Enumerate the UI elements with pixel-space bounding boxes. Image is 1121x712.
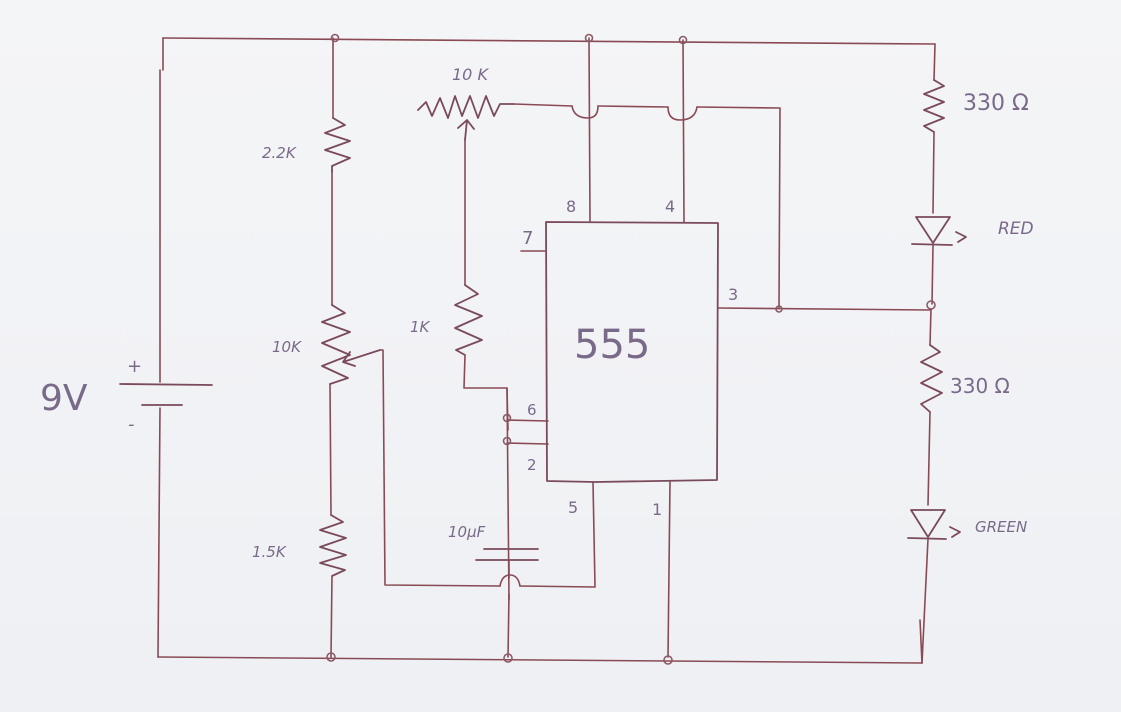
led-red: RED bbox=[911, 216, 1034, 305]
svg-text:1: 1 bbox=[652, 500, 662, 519]
bottom-rail bbox=[157, 656, 923, 664]
svg-text:3: 3 bbox=[728, 285, 738, 304]
junction-dots bbox=[326, 33, 688, 665]
battery-9v: + - 9V bbox=[40, 356, 213, 435]
svg-text:6: 6 bbox=[527, 401, 537, 419]
resistor-330-green: 330 Ω bbox=[920, 308, 1010, 506]
pin-3: 3 bbox=[717, 285, 931, 311]
led-green: GREEN bbox=[907, 509, 1027, 664]
resistor-2-2k: 2.2K bbox=[262, 37, 351, 306]
left-wire bbox=[157, 37, 164, 658]
top-rail bbox=[162, 37, 936, 45]
junction-pin3-feedback bbox=[775, 305, 783, 313]
trigger-threshold-node bbox=[502, 387, 549, 601]
resistor-1k: 1K bbox=[410, 139, 509, 431]
battery-voltage-label: 9V bbox=[40, 378, 88, 419]
pin-6: 6 bbox=[527, 401, 537, 419]
resistor-1-5k-label: 1.5K bbox=[252, 543, 287, 561]
svg-text:8: 8 bbox=[566, 197, 576, 216]
resistor-1-5k: 1.5K bbox=[252, 514, 347, 658]
resistor-330-green-label: 330 Ω bbox=[950, 374, 1010, 398]
svg-text:4: 4 bbox=[665, 197, 675, 216]
pin-2: 2 bbox=[527, 456, 537, 474]
resistor-330-red: 330 Ω bbox=[923, 79, 1029, 214]
potentiometer-10k-timing: 10 K bbox=[417, 65, 515, 141]
led-green-label: GREEN bbox=[975, 518, 1027, 536]
svg-text:7: 7 bbox=[522, 228, 533, 249]
right-wire bbox=[919, 43, 936, 664]
pin-4: 4 bbox=[665, 39, 685, 223]
pin-7: 7 bbox=[520, 228, 547, 252]
pin-5: 5 bbox=[568, 498, 578, 517]
pin-1: 1 bbox=[652, 481, 671, 658]
capacitor-10uf: 10µF bbox=[448, 523, 539, 658]
battery-plus-label: + bbox=[127, 356, 142, 377]
resistor-2-2k-label: 2.2K bbox=[262, 144, 297, 162]
potentiometer-10k-divider: 10K bbox=[272, 304, 381, 516]
svg-text:5: 5 bbox=[568, 498, 578, 517]
ic-555: 555 bbox=[545, 221, 719, 483]
timing-feedback-wire bbox=[513, 103, 781, 309]
potentiometer-10k-timing-label: 10 K bbox=[452, 65, 489, 84]
ic-555-label: 555 bbox=[574, 322, 650, 368]
capacitor-10uf-label: 10µF bbox=[448, 523, 486, 541]
resistor-330-red-label: 330 Ω bbox=[963, 91, 1029, 116]
svg-text:2: 2 bbox=[527, 456, 537, 474]
wiper-to-pin5-wire bbox=[379, 349, 596, 588]
led-red-label: RED bbox=[998, 219, 1034, 239]
potentiometer-10k-divider-label: 10K bbox=[272, 338, 302, 356]
pin-8: 8 bbox=[566, 37, 591, 223]
battery-minus-label: - bbox=[128, 414, 135, 435]
junction-pin3-led bbox=[926, 300, 936, 310]
resistor-1k-label: 1K bbox=[410, 318, 431, 336]
